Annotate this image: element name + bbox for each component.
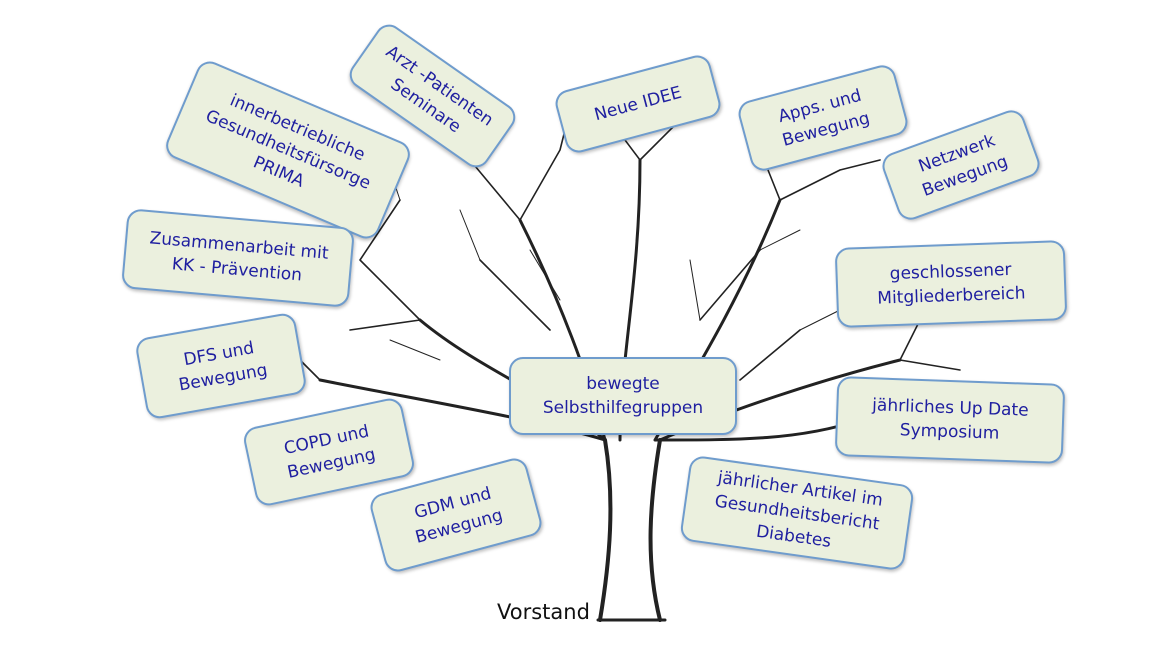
box-mitgliederbereich: geschlossener Mitgliederbereich <box>834 240 1068 328</box>
box-line: jährliches Up Date <box>871 395 1029 421</box>
box-line: Neue IDEE <box>592 82 684 126</box>
center-box-selbsthilfegruppen: bewegte Selbsthilfegruppen <box>509 357 737 435</box>
box-line: Symposium <box>899 420 1000 444</box>
box-line: Mitgliederbereich <box>877 283 1026 309</box>
root-label-vorstand: Vorstand <box>497 600 590 624</box>
box-line: bewegte <box>586 374 660 394</box>
box-line: Selbsthilfegruppen <box>542 398 704 418</box>
box-symposium: jährliches Up Date Symposium <box>834 376 1066 464</box>
